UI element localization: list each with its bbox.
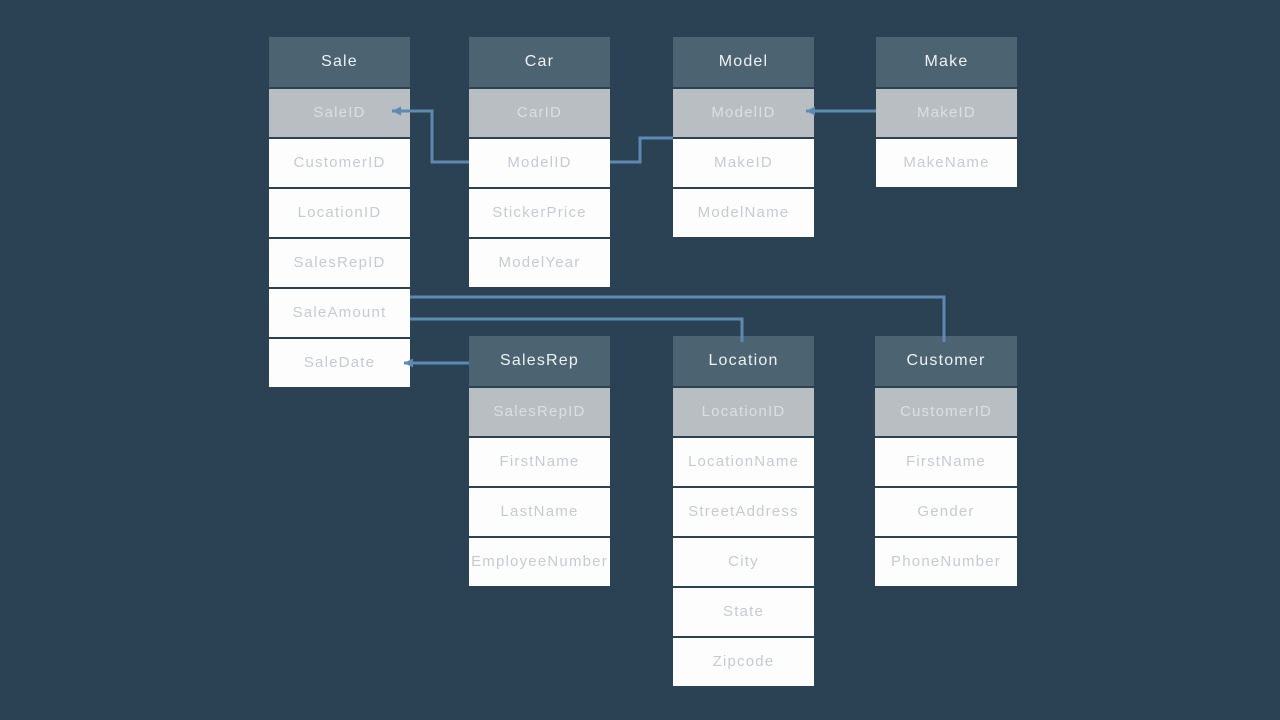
table-row-field: LastName: [469, 488, 610, 536]
connector-car-modelid-to-model: [610, 136, 673, 164]
table-row-field: State: [673, 588, 814, 636]
table-row-field: CustomerID: [269, 139, 410, 187]
table-row-field: LocationName: [673, 438, 814, 486]
table-row-primary-key: SaleID: [269, 89, 410, 137]
table-row-primary-key: LocationID: [673, 388, 814, 436]
table-row-primary-key: ModelID: [673, 89, 814, 137]
table-title: Location: [673, 336, 814, 386]
table-title: Sale: [269, 37, 410, 87]
table-row-field: Gender: [875, 488, 1017, 536]
table-row-field: FirstName: [875, 438, 1017, 486]
table-title: Model: [673, 37, 814, 87]
table-title: Make: [876, 37, 1017, 87]
table-row-field: SaleAmount: [269, 289, 410, 337]
table-row-field: PhoneNumber: [875, 538, 1017, 586]
table-row-field: MakeName: [876, 139, 1017, 187]
table-row-field: City: [673, 538, 814, 586]
table-row-field: Zipcode: [673, 638, 814, 686]
table-row-field: StreetAddress: [673, 488, 814, 536]
table-row-field: EmployeeNumber: [469, 538, 610, 586]
table-row-field: SalesRepID: [269, 239, 410, 287]
table-row-field: ModelName: [673, 189, 814, 237]
table-row-field: StickerPrice: [469, 189, 610, 237]
table-row-primary-key: MakeID: [876, 89, 1017, 137]
table-row-field: MakeID: [673, 139, 814, 187]
table-row-primary-key: CustomerID: [875, 388, 1017, 436]
table-title: Car: [469, 37, 610, 87]
table-row-field: ModelID: [469, 139, 610, 187]
table-title: SalesRep: [469, 336, 610, 386]
table-row-field: FirstName: [469, 438, 610, 486]
table-row-field: LocationID: [269, 189, 410, 237]
table-row-field: ModelYear: [469, 239, 610, 287]
table-title: Customer: [875, 336, 1017, 386]
table-row-primary-key: CarID: [469, 89, 610, 137]
table-row-primary-key: SalesRepID: [469, 388, 610, 436]
table-row-field: SaleDate: [269, 339, 410, 387]
